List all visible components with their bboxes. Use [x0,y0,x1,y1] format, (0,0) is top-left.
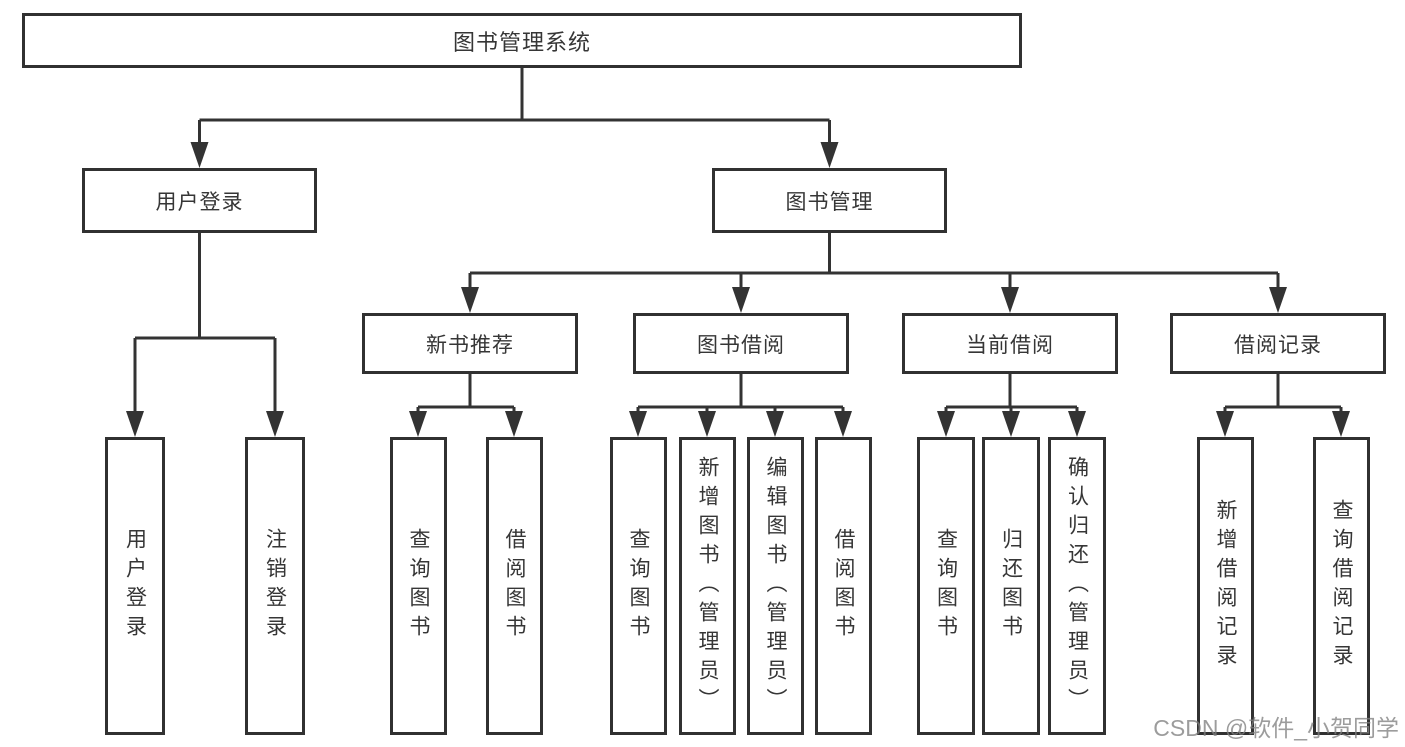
connector-root-to-level2 [190,68,839,168]
leaf-logout-label: 注销登录 [263,528,287,644]
leaf-rec-borrow-book: 借阅图书 [486,437,543,735]
leaf-br-query-record-label: 查询借阅记录 [1330,499,1353,673]
leaf-bb-borrow-book-label: 借阅图书 [832,528,855,644]
leaf-rec-borrow-book-label: 借阅图书 [503,528,526,644]
leaf-bb-edit-book-admin-label: 编辑图书（管理员） [764,455,787,717]
connector-new-book-rec-to-leaves [409,374,523,437]
leaf-br-add-record-label: 新增借阅记录 [1214,499,1237,673]
leaf-bb-borrow-book: 借阅图书 [815,437,872,735]
leaf-rec-query-book-label: 查询图书 [407,528,430,644]
node-book-management: 图书管理 [712,168,947,233]
leaf-cb-query-book-label: 查询图书 [934,528,958,644]
connector-user-login-to-leaves [126,233,284,437]
leaf-bb-query-book-label: 查询图书 [627,528,650,644]
leaf-br-add-record: 新增借阅记录 [1197,437,1254,735]
node-borrow-records: 借阅记录 [1170,313,1386,374]
leaf-cb-return-book-label: 归还图书 [999,528,1023,644]
leaf-bb-query-book: 查询图书 [610,437,667,735]
node-current-borrow: 当前借阅 [902,313,1118,374]
leaf-cb-confirm-return-admin-label: 确认归还（管理员） [1065,455,1089,717]
node-book-borrow: 图书借阅 [633,313,849,374]
node-user-login: 用户登录 [82,168,317,233]
csdn-watermark: CSDN @软件_小贺同学 [1153,715,1399,741]
leaf-bb-add-book-admin: 新增图书（管理员） [679,437,736,735]
connector-borrow-records-to-leaves [1216,374,1350,437]
leaf-user-login-label: 用户登录 [123,528,147,644]
leaf-rec-query-book: 查询图书 [390,437,447,735]
leaf-cb-confirm-return-admin: 确认归还（管理员） [1048,437,1106,735]
leaf-cb-query-book: 查询图书 [917,437,975,735]
connector-book-borrow-to-leaves [629,374,852,437]
leaf-bb-add-book-admin-label: 新增图书（管理员） [696,455,719,717]
leaf-logout: 注销登录 [245,437,305,735]
node-new-book-recommend: 新书推荐 [362,313,578,374]
leaf-br-query-record: 查询借阅记录 [1313,437,1370,735]
leaf-bb-edit-book-admin: 编辑图书（管理员） [747,437,804,735]
leaf-cb-return-book: 归还图书 [982,437,1040,735]
node-root-system: 图书管理系统 [22,13,1022,68]
connector-current-borrow-to-leaves [937,374,1086,437]
connector-book-mgmt-to-level3 [461,233,1287,313]
leaf-user-login: 用户登录 [105,437,165,735]
